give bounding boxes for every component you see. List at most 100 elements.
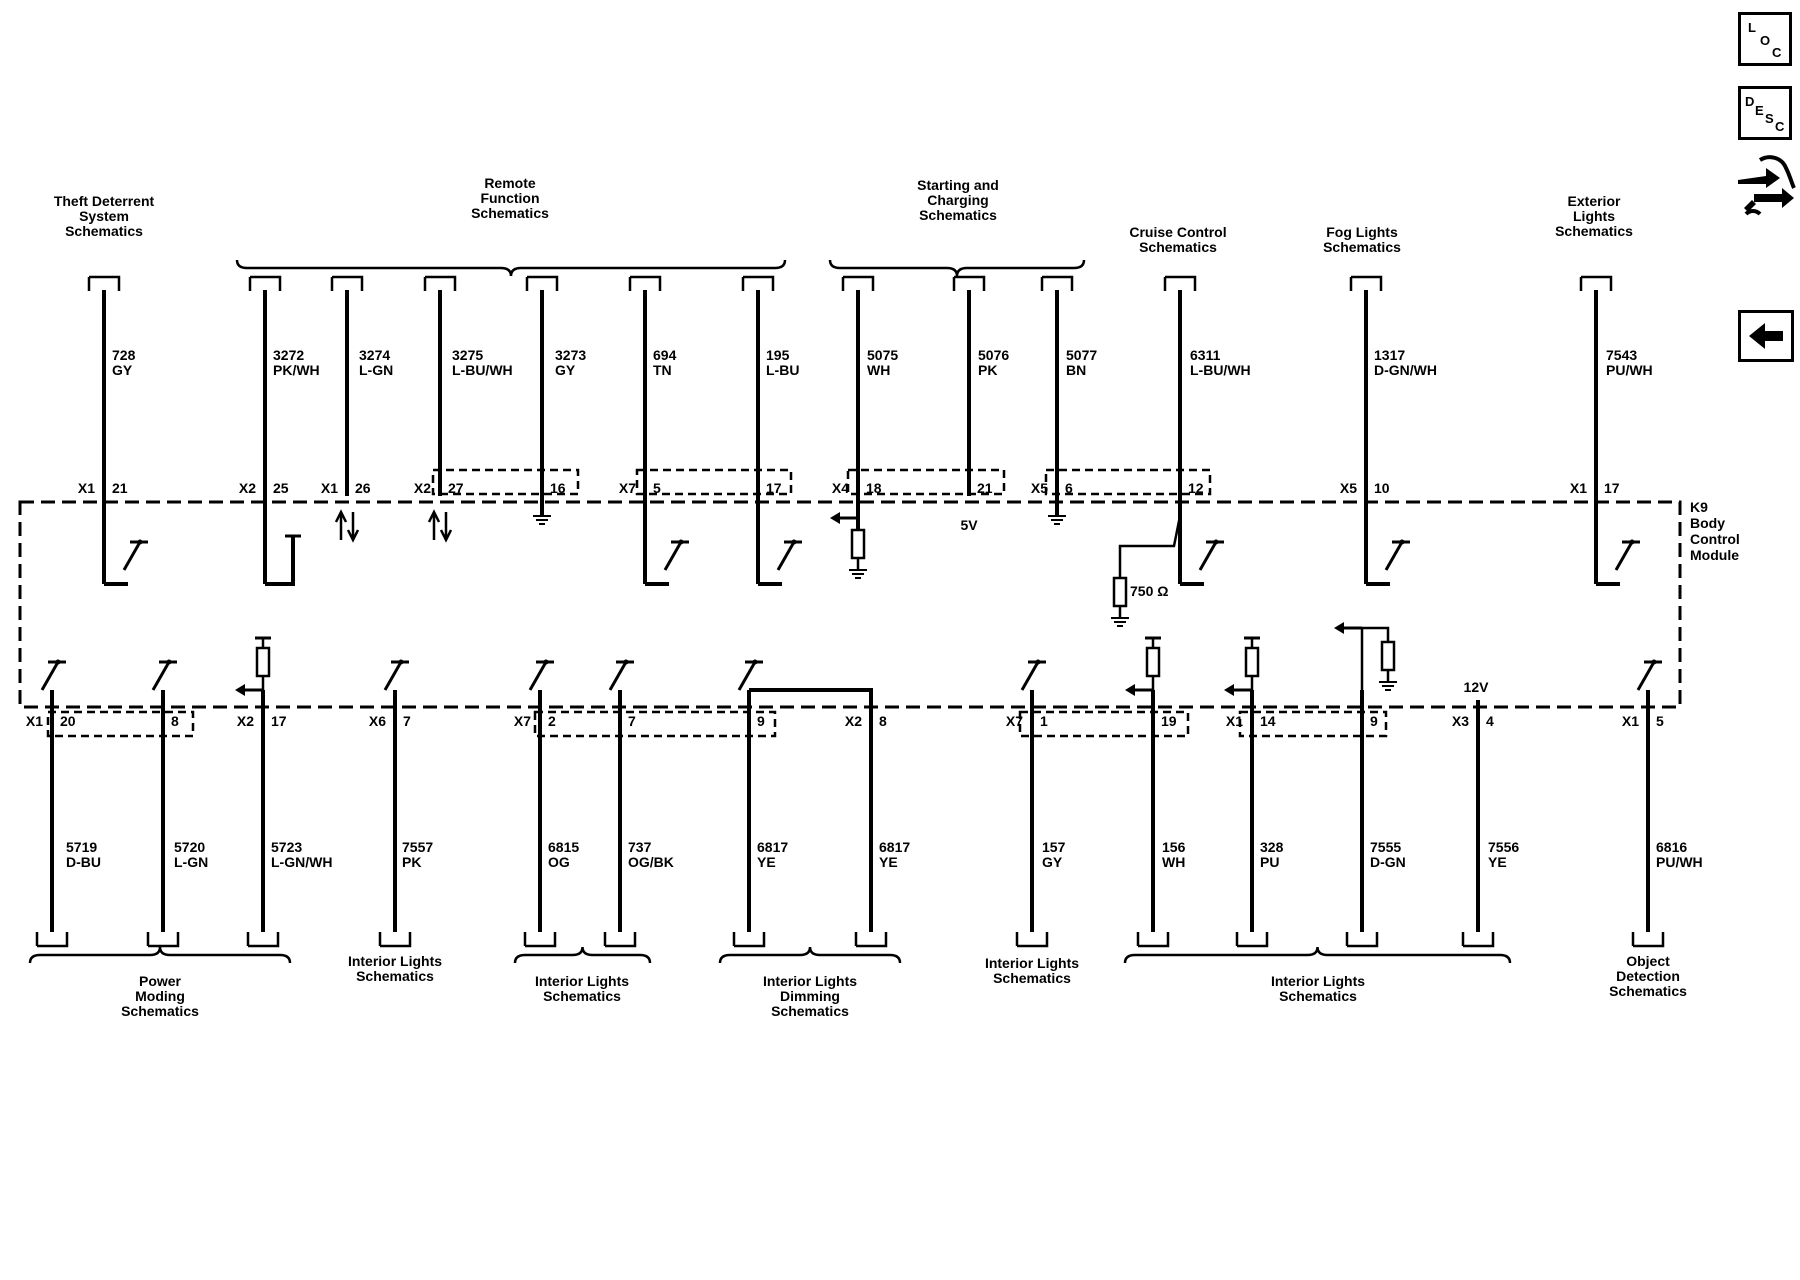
- top-title-exterior-line-3: Schematics: [1555, 223, 1633, 239]
- top-wire-6-connector: [628, 275, 662, 291]
- back-button[interactable]: [1738, 310, 1794, 362]
- top-wire-13-circuit: 7543: [1606, 347, 1637, 363]
- bottom-wire-7-pin: 9: [757, 713, 765, 729]
- bottom-wire-1-switch-blade: [40, 661, 60, 691]
- bottom-wire-9-connector-id: X7: [1006, 713, 1023, 729]
- bottom-wire-14-connector-id: X1: [1622, 713, 1639, 729]
- bottom-wire-5-connector-id: X7: [514, 713, 531, 729]
- bottom-wire-4-pin: 7: [403, 713, 411, 729]
- desc-letter-d: D: [1745, 94, 1755, 109]
- top-wire-11-pin: 12: [1188, 480, 1204, 496]
- top-wire-2-closed-loop: [265, 536, 295, 586]
- bottom-title-dimming-line-2: Dimming: [780, 988, 840, 1004]
- top-wire-4-circuit: 3275: [452, 347, 483, 363]
- bottom-wire-1-connector: [35, 932, 69, 948]
- brace-remote: [235, 259, 787, 277]
- desc-letter-s: S: [1765, 111, 1774, 126]
- bottom-wire-1-connector-id: X1: [26, 713, 43, 729]
- bottom-title-int3-line-1: Interior Lights: [985, 955, 1079, 971]
- loc-letter-l: L: [1748, 20, 1756, 35]
- bottom-wire-8-pin: 8: [879, 713, 887, 729]
- top-wire-9-pin: 21: [977, 480, 993, 496]
- top-wire-2-pin: 25: [273, 480, 289, 496]
- top-wire-3-color: L-GN: [359, 362, 393, 378]
- connector-group-x7-top: [635, 468, 793, 496]
- bottom-wire-11-circuit: 328: [1260, 839, 1284, 855]
- bottom-wire-14-switch-blade: [1636, 661, 1656, 691]
- bottom-wire-11-color: PU: [1260, 854, 1279, 870]
- bottom-wire-13-color: YE: [1488, 854, 1507, 870]
- brace-int4: [1123, 946, 1512, 964]
- repair-button[interactable]: [1736, 154, 1796, 220]
- top-title-theft-line-1: Theft Deterrent: [54, 193, 155, 209]
- bottom-wire-10-resistor: [1145, 646, 1161, 678]
- loc-button[interactable]: L O C: [1738, 12, 1792, 66]
- top-title-theft-line-3: Schematics: [65, 223, 143, 239]
- bottom-wire-3-connector-id: X2: [237, 713, 254, 729]
- top-wire-2-connector-id: X2: [239, 480, 256, 496]
- top-wire-13-connector-id: X1: [1570, 480, 1587, 496]
- top-wire-2-color: PK/WH: [273, 362, 320, 378]
- bottom-wire-9-circuit: 157: [1042, 839, 1066, 855]
- bottom-wire-13-pin: 4: [1486, 713, 1494, 729]
- top-wire-1-pin: 21: [112, 480, 128, 496]
- bottom-wire-3-color: L-GN/WH: [271, 854, 332, 870]
- top-title-exterior-line-2: Lights: [1573, 208, 1615, 224]
- bottom-title-int2-line-2: Schematics: [543, 988, 621, 1004]
- top-title-fog-line-1: Fog Lights: [1326, 224, 1398, 240]
- bottom-wire-12-circuit: 7555: [1370, 839, 1401, 855]
- bottom-wire-6-switch-blade: [608, 661, 628, 691]
- bottom-wire-8-connector-id: X2: [845, 713, 862, 729]
- bottom-wire-5-pin: 2: [548, 713, 556, 729]
- top-wire-3-circuit: 3274: [359, 347, 390, 363]
- top-wire-9-ref-voltage: 5V: [960, 517, 978, 533]
- bottom-wire-12-color: D-GN: [1370, 854, 1406, 870]
- top-wire-12-connector: [1349, 275, 1383, 291]
- bottom-wire-14-circuit: 6816: [1656, 839, 1687, 855]
- module-boundary: [18, 500, 1682, 709]
- top-wire-8-connector: [841, 275, 875, 291]
- top-title-theft-line-2: System: [79, 208, 129, 224]
- bottom-wire-12-pulldown-lead: [1360, 626, 1390, 690]
- top-wire-5-connector: [525, 275, 559, 291]
- bottom-wire-10-input-arrow-head: [1125, 684, 1135, 696]
- top-wire-4-color: L-BU/WH: [452, 362, 513, 378]
- top-title-cruise-line-2: Schematics: [1139, 239, 1217, 255]
- connector-group-x1b-bottom: [1238, 710, 1388, 738]
- top-title-cruise-line-1: Cruise Control: [1129, 224, 1226, 240]
- bottom-title-object-line-2: Detection: [1616, 968, 1680, 984]
- bottom-wire-5-circuit: 6815: [548, 839, 579, 855]
- top-wire-1-connector-id: X1: [78, 480, 95, 496]
- top-wire-11-switch-blade: [1198, 541, 1218, 571]
- bottom-wire-3-input-arrow-head: [235, 684, 245, 696]
- top-wire-1-connector: [87, 275, 121, 291]
- top-wire-10-connector-id: X5: [1031, 480, 1048, 496]
- bottom-wire-14-pin: 5: [1656, 713, 1664, 729]
- bottom-wire-11-connector: [1235, 932, 1269, 948]
- top-wire-4-connector: [423, 275, 457, 291]
- top-wire-13-switch-blade: [1614, 541, 1634, 571]
- top-wire-3-connector-id: X1: [321, 480, 338, 496]
- top-wire-11-resistor-lead: [1118, 515, 1182, 578]
- top-wire-4-pin: 27: [448, 480, 464, 496]
- top-wire-3-arrow-up: [334, 509, 348, 540]
- desc-button[interactable]: D E S C: [1738, 86, 1792, 140]
- bottom-wire-9-pin: 1: [1040, 713, 1048, 729]
- bottom-wire-3-connector: [246, 932, 280, 948]
- bottom-wire-12-pin: 9: [1370, 713, 1378, 729]
- bottom-wire-4-connector-id: X6: [369, 713, 386, 729]
- bottom-title-dimming-line-1: Interior Lights: [763, 973, 857, 989]
- bottom-title-power-line-2: Moding: [135, 988, 185, 1004]
- module-outline-layer: K9 Body Control Module: [18, 468, 1740, 932]
- connector-group-x5-top: [1044, 468, 1212, 496]
- bottom-wire-10-pin: 19: [1161, 713, 1177, 729]
- top-wire-10-ground: [1048, 515, 1066, 525]
- connector-group-x2-top: [431, 468, 580, 496]
- bottom-title-int3-line-2: Schematics: [993, 970, 1071, 986]
- top-wire-2-circuit: 3272: [273, 347, 304, 363]
- brace-int2: [513, 946, 652, 964]
- top-wire-8-ground: [849, 569, 867, 579]
- top-wire-12-color: D-GN/WH: [1374, 362, 1437, 378]
- top-wire-8-connector-id: X4: [832, 480, 849, 496]
